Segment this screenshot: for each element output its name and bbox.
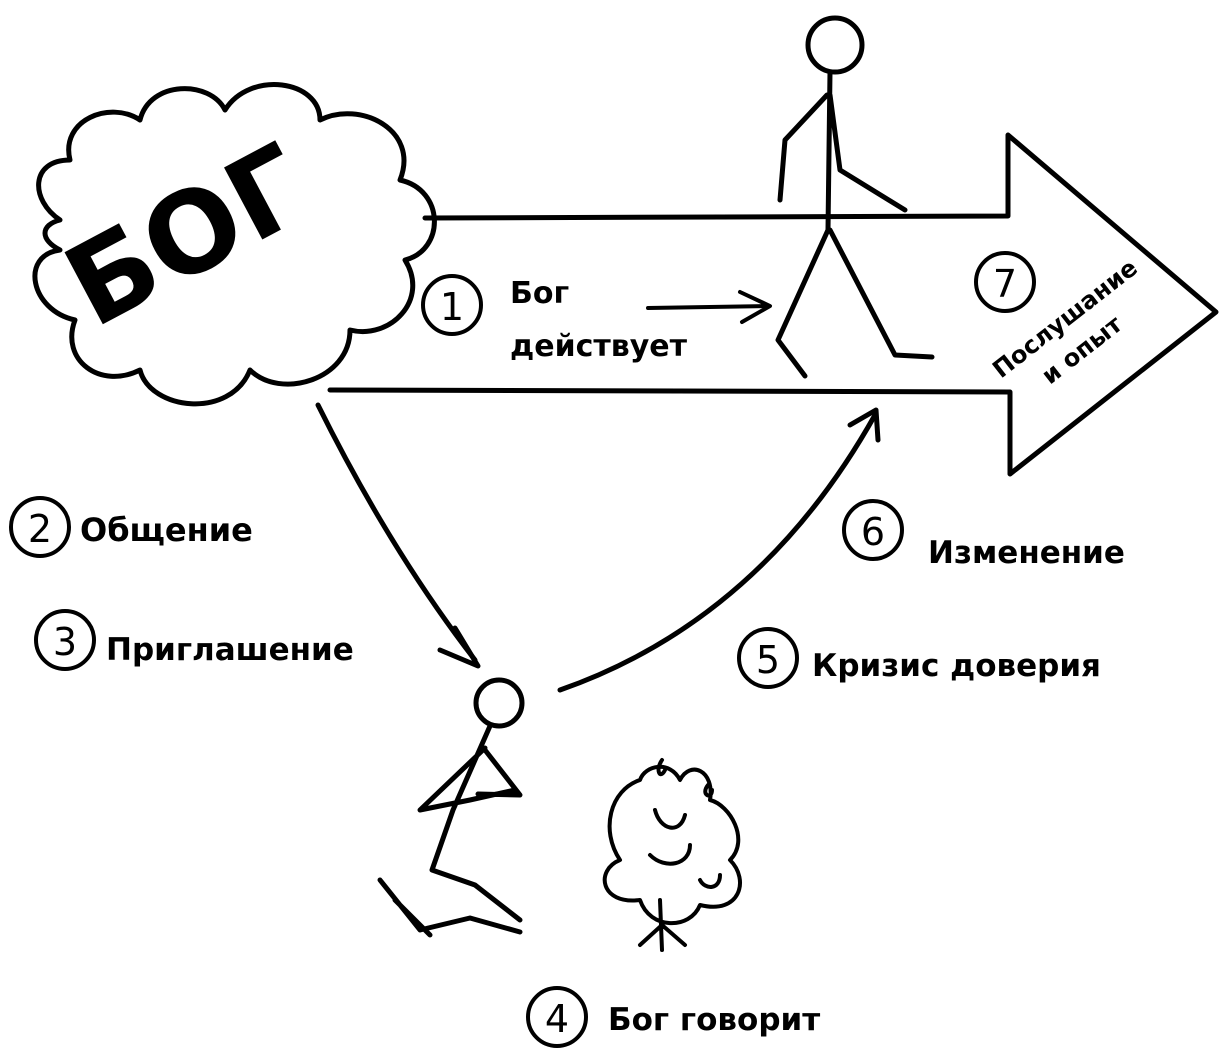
arrow-god-to-person — [315, 402, 478, 663]
step-7-number: 7 — [993, 262, 1017, 306]
step-6-number: 6 — [861, 510, 885, 554]
step-7-circle — [974, 251, 1036, 313]
step-2-label: Общение — [80, 511, 253, 549]
cloud-shape — [32, 82, 437, 407]
cloud-label: БОГ — [45, 120, 328, 353]
step-6-label: Изменение — [928, 535, 1125, 571]
step-4-number: 4 — [545, 997, 569, 1041]
step-1-number: 1 — [440, 285, 464, 329]
step-3: 3 Приглашение — [34, 609, 354, 671]
step-5-number: 5 — [756, 638, 780, 682]
step-2-circle — [9, 496, 71, 558]
step-2: 2 Общение — [9, 496, 253, 558]
kneeling-figure — [377, 677, 525, 938]
arrowhead-person-to-change — [847, 407, 881, 443]
step-4-label: Бог говорит — [608, 1002, 820, 1038]
step-5: 5 Кризис доверия — [737, 627, 1101, 689]
arrow-step1 — [646, 290, 772, 324]
step-6: 6 Изменение — [842, 499, 1125, 571]
step-2-number: 2 — [28, 507, 52, 551]
arrow-person-to-change — [557, 412, 878, 693]
step-4-circle — [526, 986, 588, 1048]
step-1: 1 Бог действует — [421, 274, 688, 364]
step-1-label-line-2: действует — [510, 329, 688, 364]
big-arrow — [327, 132, 1219, 477]
step-5-label: Кризис доверия — [812, 648, 1101, 684]
step-3-circle — [34, 609, 96, 671]
arrowhead-god-to-person — [437, 625, 481, 669]
step-5-circle — [737, 627, 799, 689]
step-1-circle — [421, 274, 483, 336]
walking-figure — [775, 15, 935, 379]
step-3-number: 3 — [53, 620, 77, 664]
step-4: 4 Бог говорит — [526, 986, 820, 1048]
step-3-label: Приглашение — [106, 632, 354, 668]
step-1-label-line-1: Бог — [510, 276, 569, 311]
step-7: 7 Послушание и опыт — [974, 251, 1143, 390]
burning-bush-icon — [602, 758, 742, 952]
step-6-circle — [842, 499, 904, 561]
